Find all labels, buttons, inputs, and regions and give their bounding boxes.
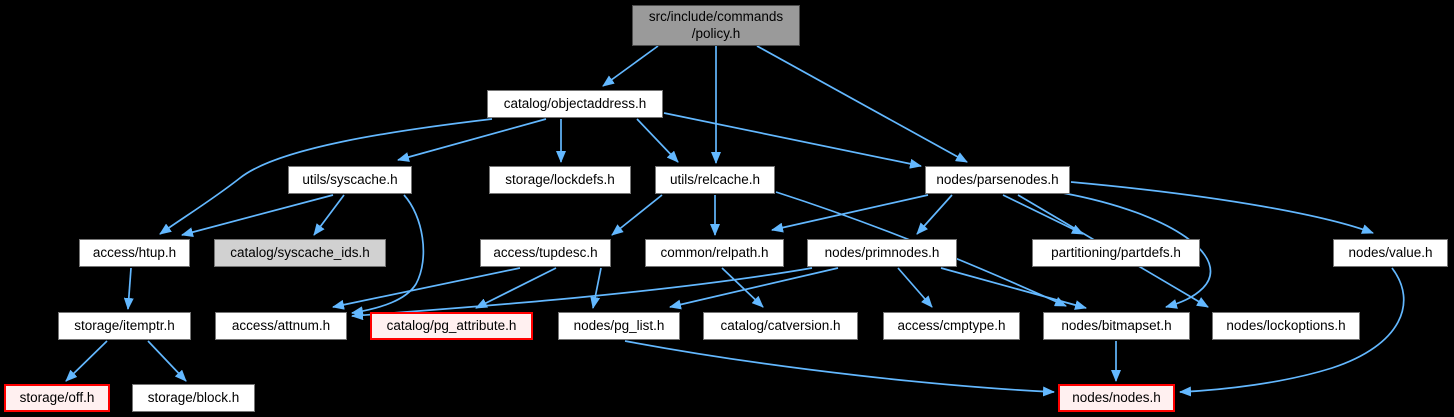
node-bitmapset-label: nodes/bitmapset.h: [1061, 317, 1172, 333]
edge-primnodes-bitmapset: [940, 267, 1087, 310]
node-htup-label: access/htup.h: [92, 244, 177, 260]
node-relcache[interactable]: utils/relcache.h: [655, 166, 775, 194]
node-lockoptions-label: nodes/lockoptions.h: [1226, 317, 1346, 333]
edge-relcache-tupdesc: [611, 194, 663, 236]
node-itemptr-label: storage/itemptr.h: [74, 317, 175, 333]
node-attnum[interactable]: access/attnum.h: [215, 312, 347, 340]
edge-primnodes-cmptype: [897, 267, 933, 308]
edge-itemptr-block: [147, 340, 187, 382]
node-objectaddress-label: catalog/objectaddress.h: [503, 95, 647, 111]
node-catversion[interactable]: catalog/catversion.h: [703, 312, 858, 340]
edge-syscache-attnum: [351, 194, 425, 317]
edge-tupdesc-attnum: [332, 267, 521, 310]
edge-objectaddress-htup: [159, 118, 493, 235]
node-itemptr[interactable]: storage/itemptr.h: [58, 312, 191, 340]
node-attnum-label: access/attnum.h: [231, 317, 331, 333]
edge-htup-itemptr: [123, 267, 134, 310]
node-syscache[interactable]: utils/syscache.h: [288, 166, 412, 194]
edge-parsenodes-bitmapset: [1062, 192, 1212, 309]
node-lockdefs[interactable]: storage/lockdefs.h: [489, 166, 631, 194]
edge-objectaddress-syscache: [397, 118, 547, 162]
node-syscache-ids-label: catalog/syscache_ids.h: [230, 244, 370, 260]
node-primnodes[interactable]: nodes/primnodes.h: [807, 239, 957, 267]
node-policy-label: src/include/commands /policy.h: [648, 8, 784, 41]
node-block[interactable]: storage/block.h: [132, 384, 255, 412]
node-bitmapset[interactable]: nodes/bitmapset.h: [1043, 312, 1190, 340]
node-syscache-ids[interactable]: catalog/syscache_ids.h: [214, 239, 386, 267]
node-off[interactable]: storage/off.h: [4, 384, 110, 412]
node-tupdesc-label: access/tupdesc.h: [493, 244, 598, 260]
edge-syscache-htup: [181, 194, 334, 238]
node-parsenodes-label: nodes/parsenodes.h: [936, 171, 1059, 187]
edge-pglist-nodes: [624, 340, 1055, 397]
edge-primnodes-pglist: [669, 267, 839, 310]
edge-syscache-syscacheids: [313, 194, 345, 236]
node-cmptype-label: access/cmptype.h: [897, 317, 1006, 333]
node-pg-attribute[interactable]: catalog/pg_attribute.h: [370, 312, 533, 340]
node-parsenodes[interactable]: nodes/parsenodes.h: [925, 166, 1070, 194]
edge-relpath-catversion: [721, 267, 764, 308]
node-nodes-label: nodes/nodes.h: [1072, 389, 1161, 405]
edge-parsenodes-value: [1070, 181, 1374, 234]
node-objectaddress[interactable]: catalog/objectaddress.h: [487, 90, 663, 118]
edge-primnodes-attnum: [351, 267, 813, 321]
edge-objectaddress-parsenodes: [663, 112, 922, 169]
edge-parsenodes-partdefs: [1002, 194, 1084, 235]
node-relpath-label: common/relpath.h: [660, 244, 769, 260]
node-syscache-label: utils/syscache.h: [302, 171, 398, 187]
node-pg-attribute-label: catalog/pg_attribute.h: [386, 317, 517, 333]
edge-tupdesc-pgattribute: [475, 267, 557, 309]
node-pg-list-label: nodes/pg_list.h: [573, 317, 665, 333]
node-nodes[interactable]: nodes/nodes.h: [1058, 384, 1175, 412]
edge-itemptr-off: [65, 340, 108, 382]
node-partdefs-label: partitioning/partdefs.h: [1051, 244, 1181, 260]
node-value[interactable]: nodes/value.h: [1333, 239, 1448, 267]
node-pg-list[interactable]: nodes/pg_list.h: [558, 312, 680, 340]
node-policy[interactable]: src/include/commands /policy.h: [632, 5, 800, 46]
node-primnodes-label: nodes/primnodes.h: [824, 244, 940, 260]
node-cmptype[interactable]: access/cmptype.h: [883, 312, 1020, 340]
node-off-label: storage/off.h: [19, 389, 95, 405]
edge-tupdesc-pglist: [590, 267, 602, 309]
edge-objectaddress-relcache: [636, 118, 679, 163]
node-value-label: nodes/value.h: [1348, 244, 1433, 260]
node-catversion-label: catalog/catversion.h: [720, 317, 841, 333]
node-htup[interactable]: access/htup.h: [79, 239, 190, 267]
edge-policy-objectaddress: [602, 45, 659, 87]
node-lockoptions[interactable]: nodes/lockoptions.h: [1212, 312, 1360, 340]
node-relcache-label: utils/relcache.h: [669, 171, 761, 187]
node-relpath[interactable]: common/relpath.h: [645, 239, 784, 267]
edge-value-nodes: [1179, 267, 1405, 397]
edge-policy-parsenodes: [756, 45, 968, 163]
edge-parsenodes-primnodes: [916, 194, 953, 235]
node-tupdesc[interactable]: access/tupdesc.h: [480, 239, 611, 267]
edge-parsenodes-relpath: [771, 194, 929, 233]
node-partdefs[interactable]: partitioning/partdefs.h: [1032, 239, 1200, 267]
node-block-label: storage/block.h: [147, 389, 240, 405]
node-lockdefs-label: storage/lockdefs.h: [505, 171, 615, 187]
